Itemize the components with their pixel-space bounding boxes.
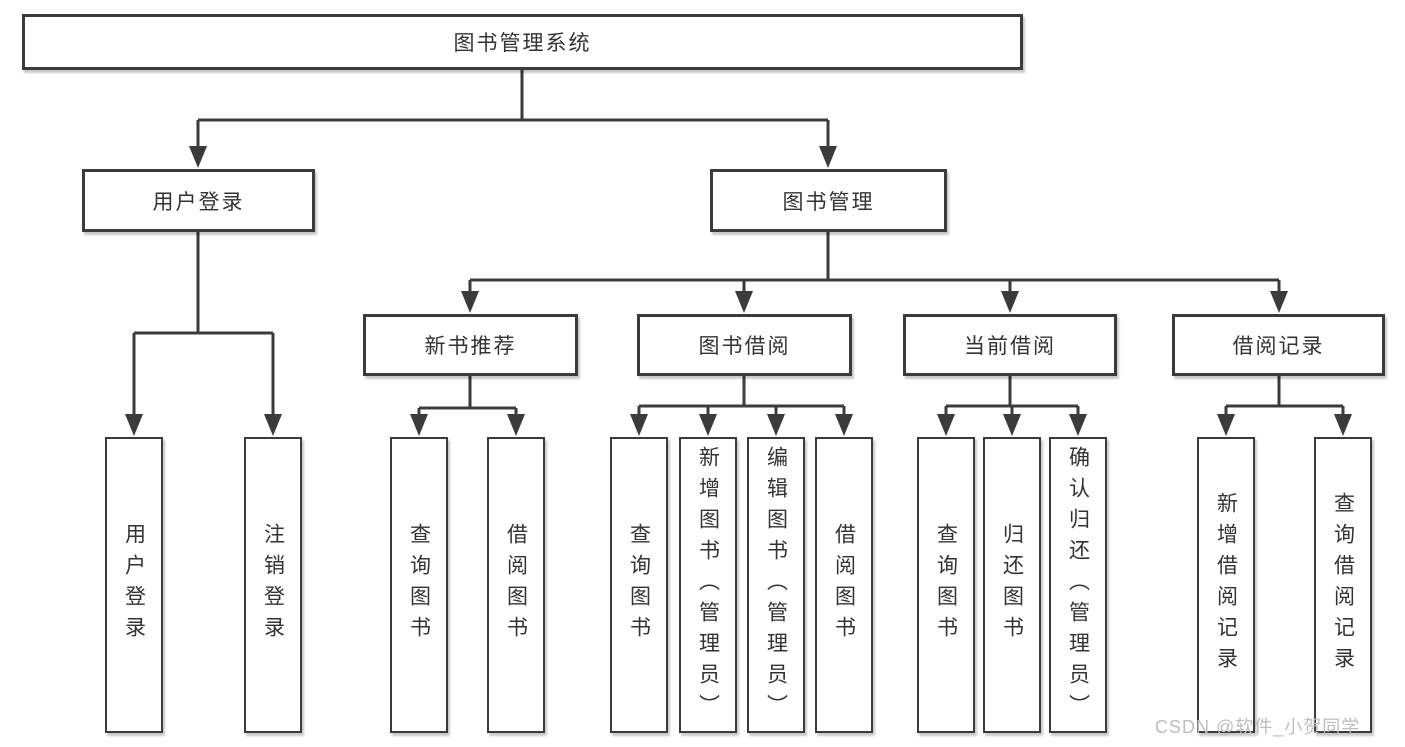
leaf-borrow-books: 借阅图书 <box>815 437 873 733</box>
node-label: 用户登录 <box>122 523 146 647</box>
leaf-add-books-admin: 新增图书（管理员） <box>679 437 737 733</box>
connector-record-to-leaves <box>1217 376 1352 436</box>
csdn-watermark: CSDN @软件_小贺同学 <box>1155 717 1361 737</box>
leaf-confirm-return-admin: 确认归还（管理员） <box>1049 437 1107 733</box>
node-label: 查询图书 <box>627 523 651 647</box>
connector-root-to-level1 <box>189 70 837 168</box>
node-book-management: 图书管理 <box>710 169 947 232</box>
connector-borrow-to-leaves <box>630 376 853 436</box>
node-new-book-recommendation: 新书推荐 <box>363 314 578 376</box>
leaf-query-borrow-record: 查询借阅记录 <box>1314 437 1372 733</box>
node-label: 归还图书 <box>1000 523 1024 647</box>
connector-mgmt-to-level2 <box>461 232 1288 313</box>
node-user-login: 用户登录 <box>82 169 315 232</box>
node-library-management-system: 图书管理系统 <box>22 14 1023 70</box>
node-label: 图书管理 <box>782 190 875 214</box>
connector-login-to-leaves <box>125 232 282 436</box>
node-label: 图书管理系统 <box>453 32 592 55</box>
leaf-query-books-borrow: 查询图书 <box>610 437 668 733</box>
node-label: 用户登录 <box>152 190 245 214</box>
node-label: 查询图书 <box>934 523 958 647</box>
leaf-user-login: 用户登录 <box>105 437 163 733</box>
leaf-add-borrow-record: 新增借阅记录 <box>1197 437 1255 733</box>
node-label: 查询图书 <box>407 523 431 647</box>
node-label: 图书借阅 <box>698 335 791 358</box>
node-borrowing-records: 借阅记录 <box>1172 314 1385 376</box>
node-label: 新增借阅记录 <box>1214 492 1238 678</box>
node-label: 借阅记录 <box>1232 335 1325 358</box>
node-label: 新书推荐 <box>424 335 517 358</box>
node-label: 新增图书（管理员） <box>696 445 720 725</box>
node-label: 注销登录 <box>261 523 285 647</box>
node-label: 查询借阅记录 <box>1331 492 1355 678</box>
node-label: 借阅图书 <box>832 523 856 647</box>
leaf-return-books: 归还图书 <box>983 437 1041 733</box>
leaf-query-books-rec: 查询图书 <box>390 437 448 733</box>
node-book-borrowing: 图书借阅 <box>637 314 852 376</box>
leaf-borrow-books-rec: 借阅图书 <box>487 437 545 733</box>
connector-current-to-leaves <box>937 376 1087 436</box>
node-label: 编辑图书（管理员） <box>764 445 788 725</box>
node-label: 借阅图书 <box>504 523 528 647</box>
node-label: 当前借阅 <box>964 335 1056 358</box>
connector-rec-to-leaves <box>410 376 525 436</box>
node-label: 确认归还（管理员） <box>1066 445 1090 725</box>
node-current-borrowing: 当前借阅 <box>903 314 1117 376</box>
leaf-query-books-current: 查询图书 <box>917 437 975 733</box>
leaf-edit-books-admin: 编辑图书（管理员） <box>747 437 805 733</box>
leaf-logout: 注销登录 <box>244 437 302 733</box>
